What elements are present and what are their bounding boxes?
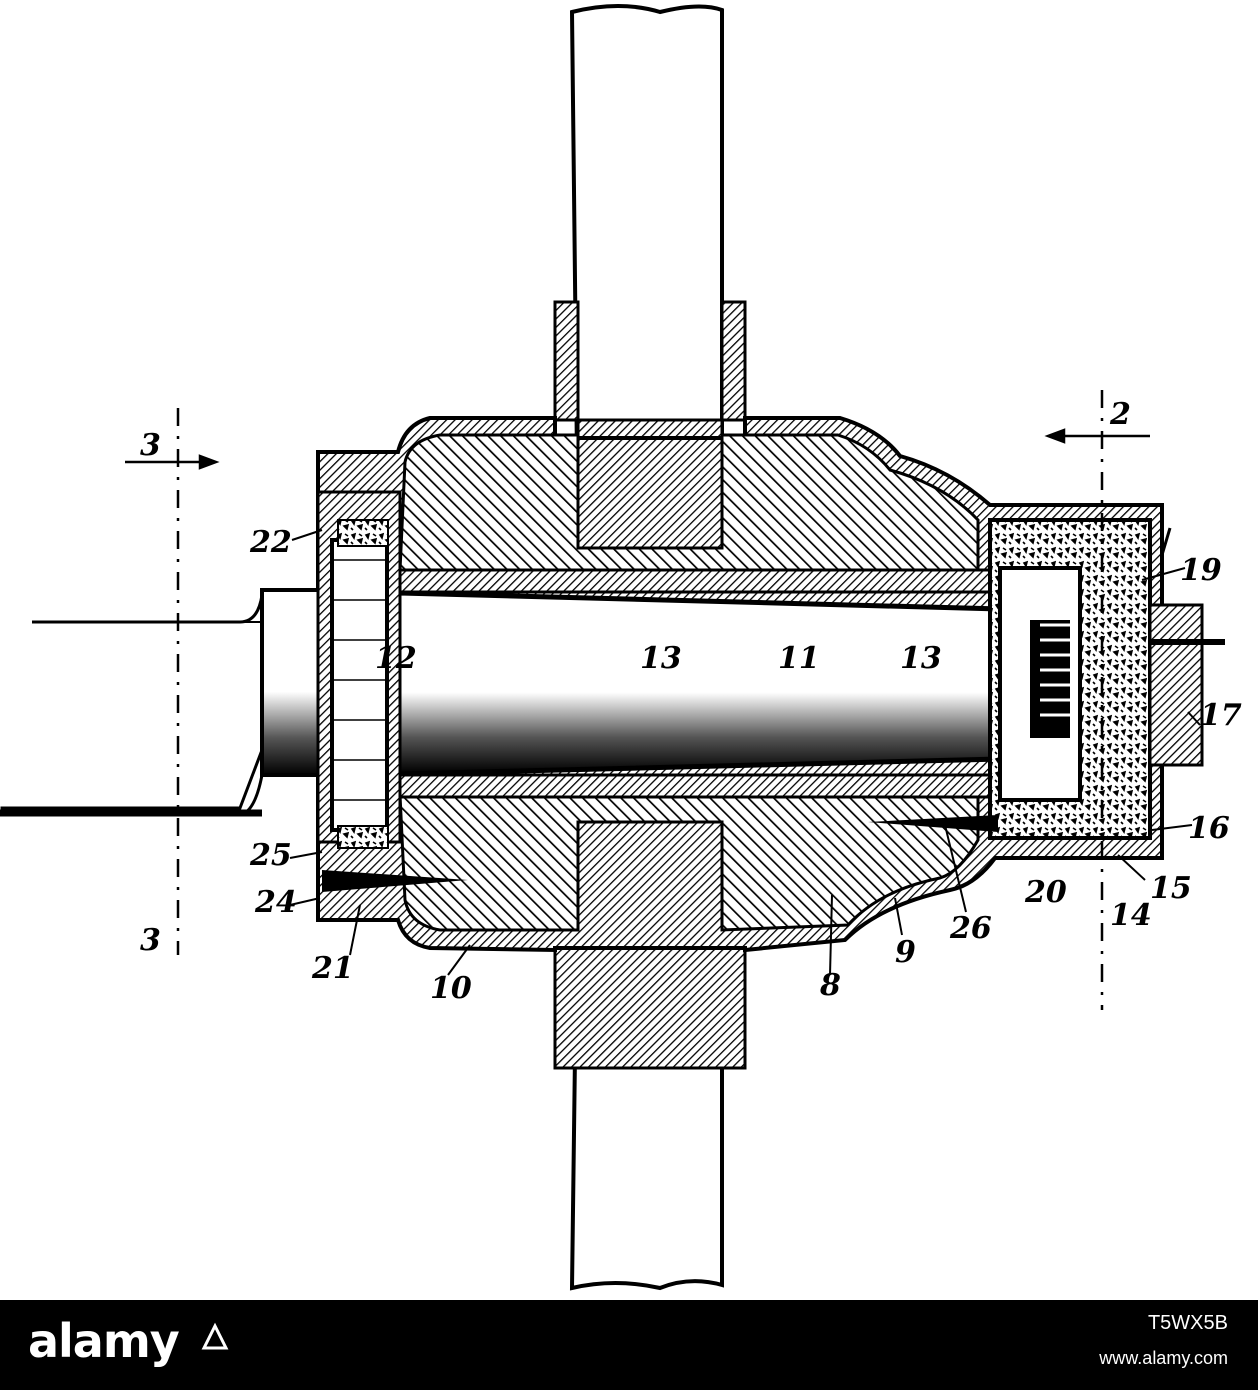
label-26: 26 bbox=[949, 911, 992, 946]
image-code: T5WX5B bbox=[1147, 1312, 1228, 1334]
end-cap bbox=[988, 518, 1225, 840]
label-25: 25 bbox=[249, 838, 292, 873]
label-16: 16 bbox=[1188, 811, 1230, 846]
label-9: 9 bbox=[895, 935, 916, 970]
watermark-footer: alamy T5WX5B www.alamy.com bbox=[0, 1300, 1258, 1390]
label-22: 22 bbox=[249, 525, 292, 560]
leader-lines bbox=[289, 529, 1201, 976]
label-12: 12 bbox=[375, 641, 417, 676]
alamy-wordmark: alamy bbox=[28, 1314, 180, 1368]
label-21: 21 bbox=[311, 951, 354, 986]
website-url: www.alamy.com bbox=[1099, 1348, 1228, 1368]
label-19: 19 bbox=[1180, 553, 1222, 588]
alamy-logo: alamy bbox=[28, 1314, 180, 1368]
patent-diagram: 3 3 2 22 12 13 11 13 19 17 16 15 14 20 2… bbox=[0, 4, 1242, 1291]
spoke-top bbox=[569, 4, 724, 550]
label-10: 10 bbox=[430, 971, 472, 1006]
screws bbox=[322, 815, 998, 892]
label-13-a: 13 bbox=[640, 641, 682, 676]
label-15: 15 bbox=[1150, 871, 1192, 906]
label-section-3-bottom: 3 bbox=[140, 923, 161, 958]
label-section-2: 2 bbox=[1109, 397, 1131, 432]
collar bbox=[316, 490, 402, 849]
label-17: 17 bbox=[1200, 698, 1242, 733]
label-section-3-top: 3 bbox=[140, 428, 161, 463]
alamy-a-icon bbox=[201, 1322, 229, 1350]
section-lines bbox=[125, 390, 1150, 1010]
label-20: 20 bbox=[1024, 875, 1067, 910]
label-14: 14 bbox=[1110, 898, 1152, 933]
label-24: 24 bbox=[254, 885, 297, 920]
label-13-b: 13 bbox=[900, 641, 942, 676]
bearing-sleeve bbox=[398, 568, 1002, 799]
label-8: 8 bbox=[819, 968, 841, 1003]
label-11: 11 bbox=[778, 641, 820, 676]
